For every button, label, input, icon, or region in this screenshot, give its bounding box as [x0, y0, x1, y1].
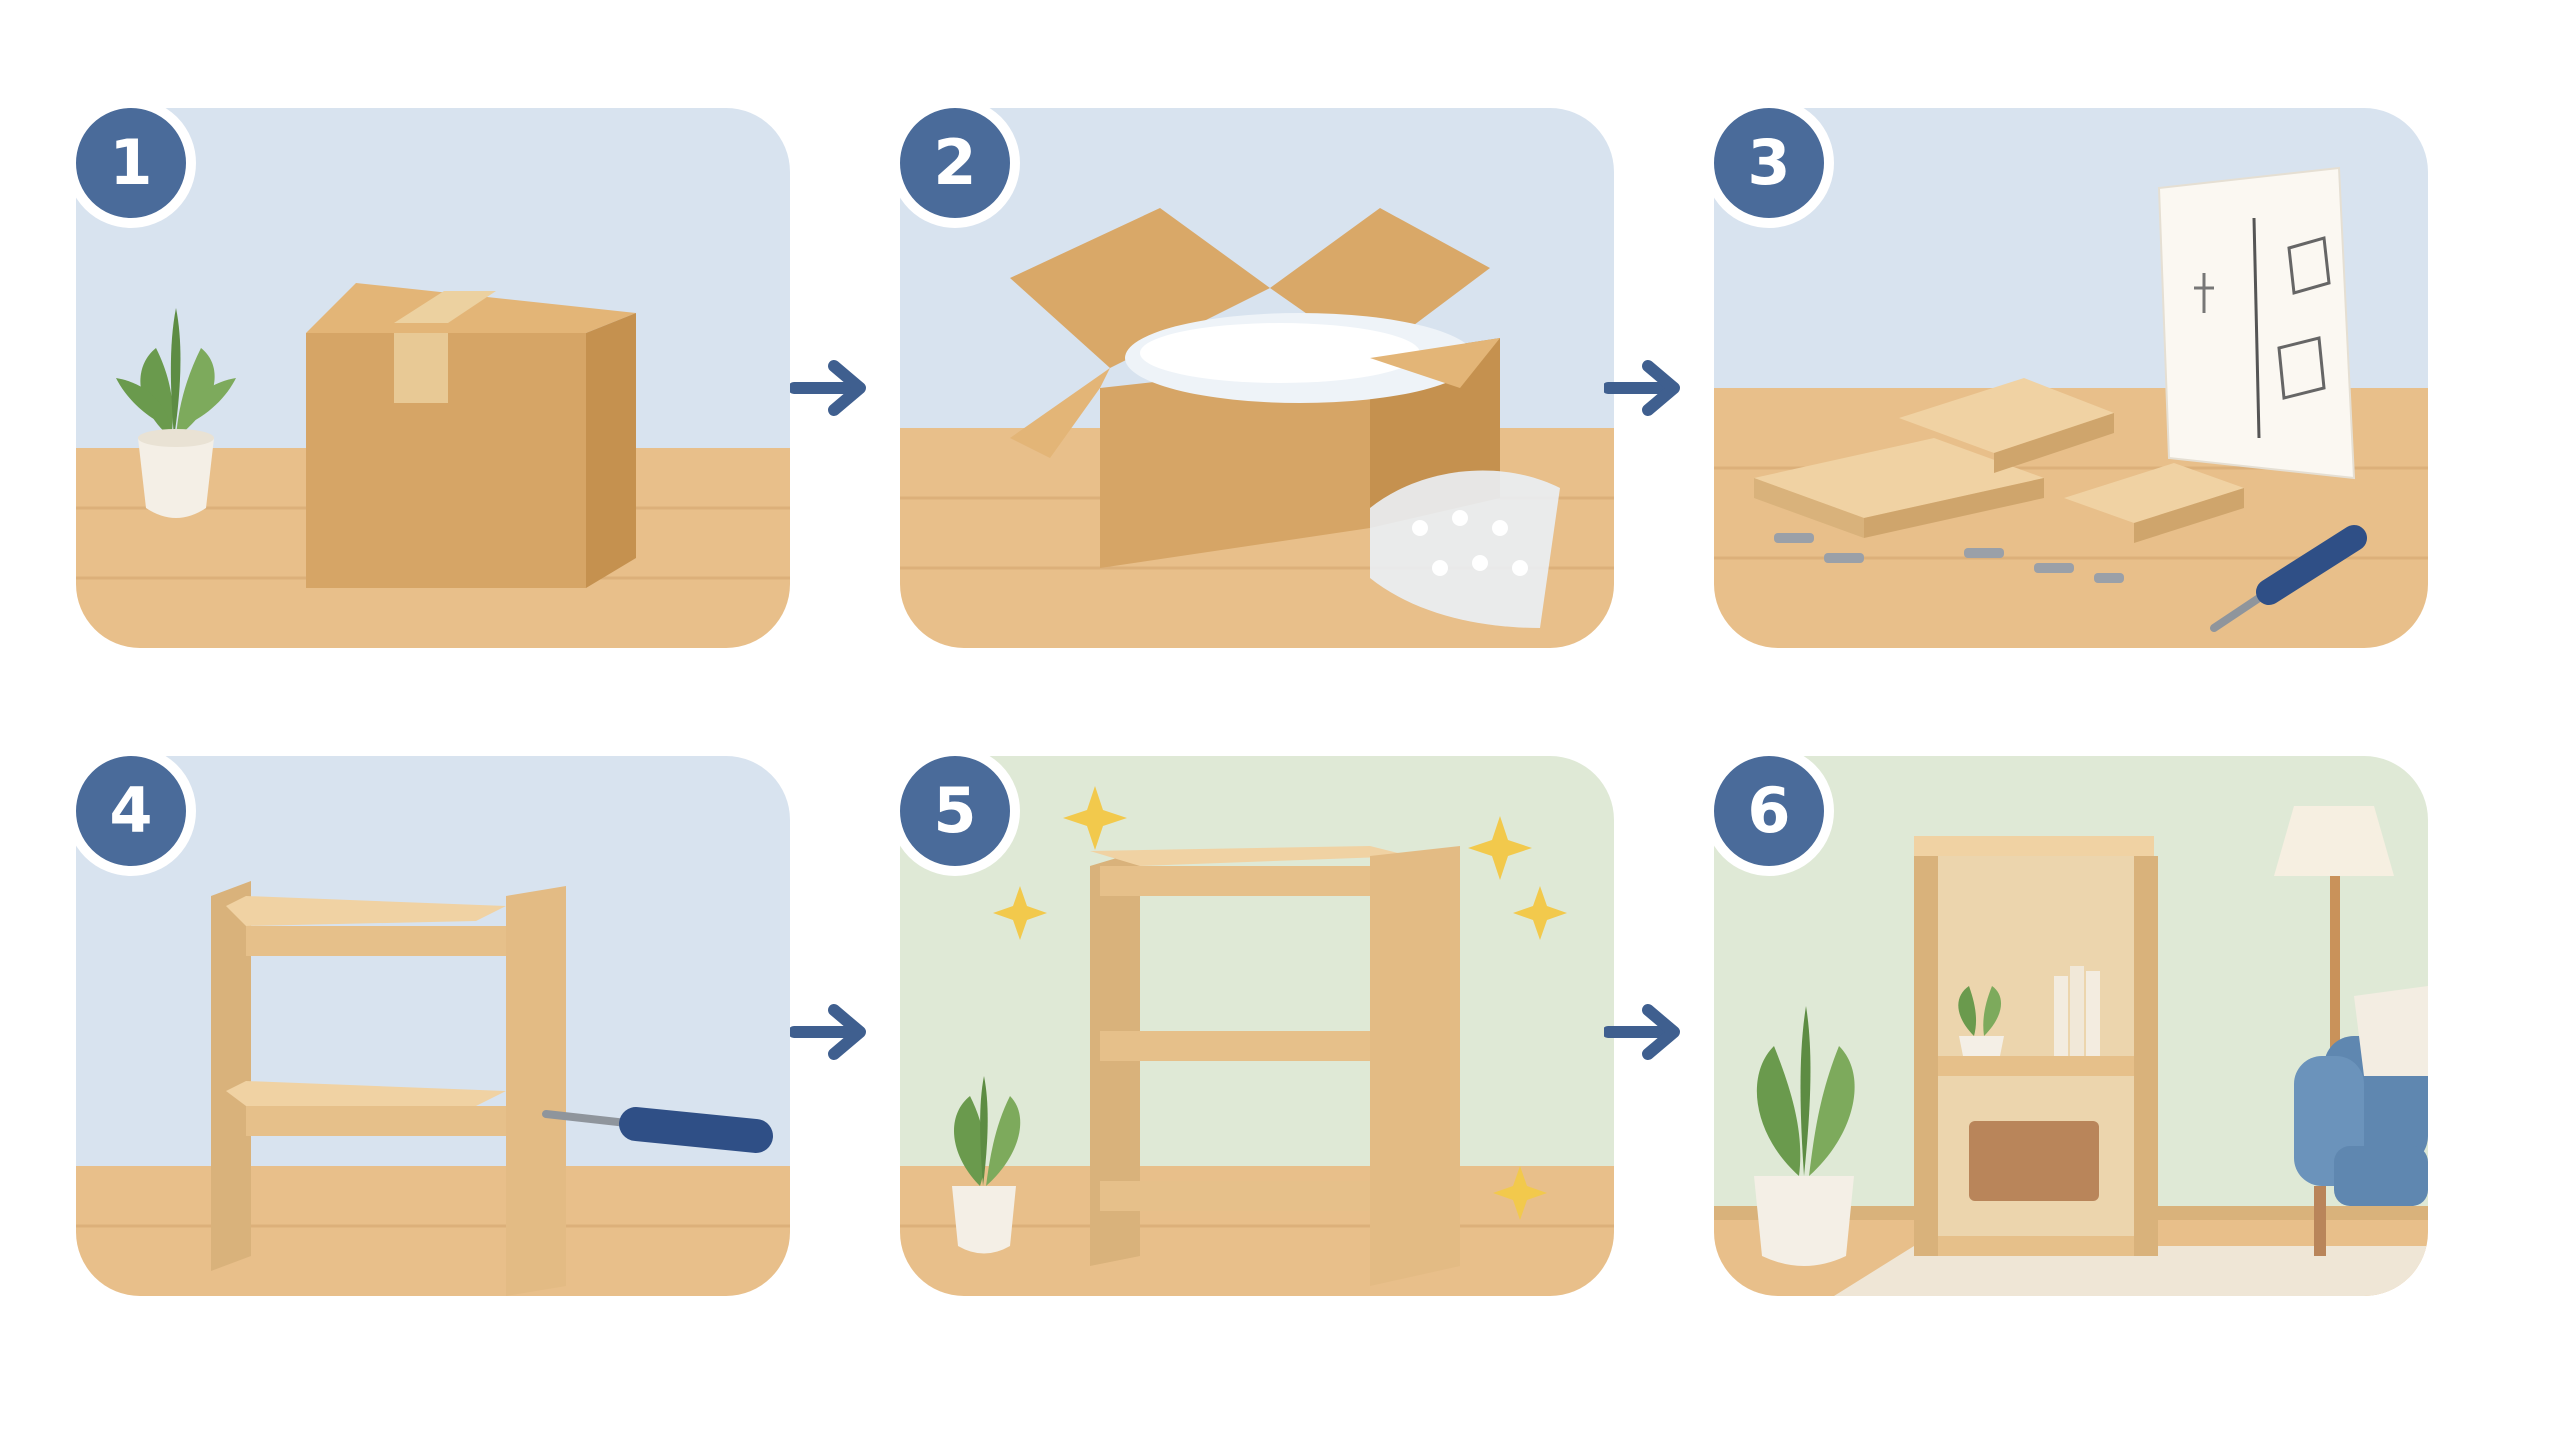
assembly-illustration [76, 756, 790, 1296]
plant-icon [1754, 1006, 1855, 1266]
arrow-right-icon [790, 360, 866, 416]
screwdriver-icon [2210, 525, 2367, 632]
step-6-badge: 6 [1704, 746, 1834, 876]
step-2-badge: 2 [890, 98, 1020, 228]
armchair-icon [2294, 986, 2428, 1256]
step-6-panel [1714, 756, 2428, 1296]
step-4-panel [76, 756, 790, 1296]
arrow-right-icon [1604, 1004, 1680, 1060]
open-box-illustration [900, 108, 1614, 648]
arrow-right-icon [790, 1004, 866, 1060]
sealed-box-illustration [76, 108, 790, 648]
screwdriver-icon [542, 1107, 773, 1153]
shelf-frame-icon [211, 881, 566, 1296]
step-5-badge: 5 [890, 746, 1020, 876]
floor-lamp-icon [2274, 806, 2394, 1176]
bookshelf-icon [1914, 836, 2158, 1256]
step-1-panel [76, 108, 790, 648]
screws-icon [1774, 533, 2124, 583]
step-4-badge: 4 [66, 746, 196, 876]
rug [1834, 1246, 2428, 1296]
bookshelf-icon [1090, 846, 1460, 1286]
step-3-badge: 3 [1704, 98, 1834, 228]
wood-panels-icon [1754, 378, 2244, 543]
bubble-wrap-icon [1370, 470, 1560, 628]
step-1-badge: 1 [66, 98, 196, 228]
arrow-right-icon [1604, 360, 1680, 416]
basket-icon [1969, 1121, 2099, 1201]
cardboard-box-icon [306, 283, 636, 588]
open-box-icon [1010, 208, 1500, 568]
sparkle-icon [993, 786, 1567, 1220]
step-5-panel [900, 756, 1614, 1296]
plant-icon [952, 1076, 1021, 1254]
step-3-panel [1714, 108, 2428, 648]
finished-shelf-illustration [900, 756, 1614, 1296]
step-2-panel [900, 108, 1614, 648]
living-room-illustration [1714, 756, 2428, 1296]
plant-icon [116, 308, 236, 518]
instruction-sheet-icon [2157, 166, 2356, 480]
parts-illustration [1714, 108, 2428, 648]
